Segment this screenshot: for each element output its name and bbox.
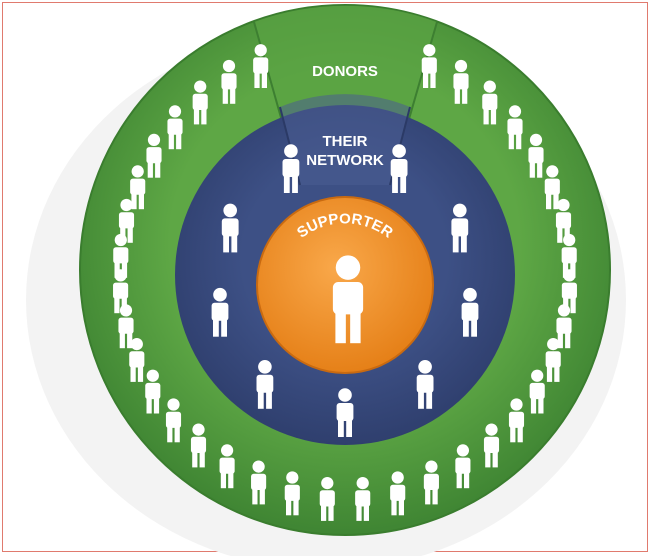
donors-ring-edge xyxy=(79,4,611,536)
network-label-line2: NETWORK xyxy=(306,152,384,169)
donors-label: DONORS xyxy=(312,63,378,80)
network-label-line1: THEIR xyxy=(323,133,368,150)
network-wedge xyxy=(280,94,410,185)
